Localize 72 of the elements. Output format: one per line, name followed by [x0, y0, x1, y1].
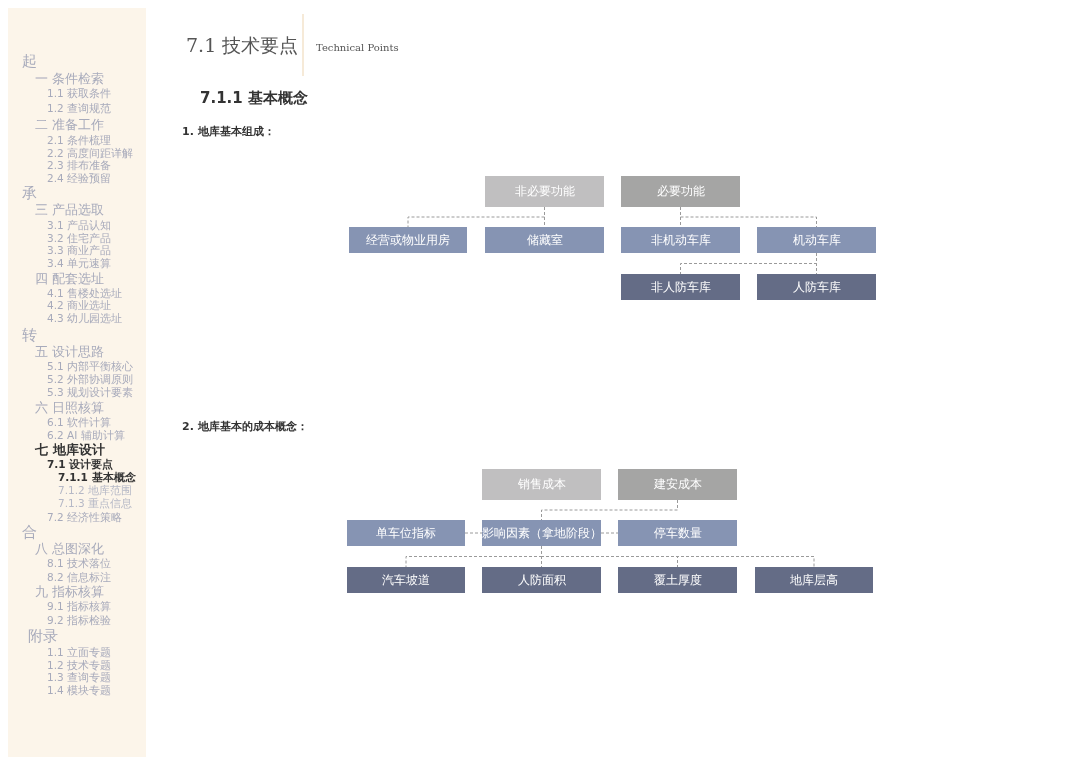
- nav-item: 3.4 单元速算: [47, 256, 112, 270]
- nav-part: 承: [22, 185, 37, 203]
- nav-item: 1.4 模块专题: [47, 683, 112, 697]
- nav-item: 8.1 技术落位: [47, 556, 112, 570]
- nav-item: 4.2 商业选址: [47, 298, 112, 312]
- nav-item: 6.2 AI 辅助计算: [47, 428, 125, 442]
- nav-item: 3.3 商业产品: [47, 243, 112, 257]
- nav-item: 1.3 查询专题: [47, 670, 112, 684]
- nav-part: 附录: [28, 628, 58, 646]
- nav-item: 1.1 立面专题: [47, 645, 112, 659]
- category-box: 单车位指标: [347, 520, 465, 546]
- connector-line: [541, 499, 678, 521]
- nav-item: 5.2 外部协调原则: [47, 372, 134, 386]
- section-heading: 7.1.1 基本概念: [200, 90, 308, 108]
- page-title: 7.1 技术要点: [186, 35, 299, 57]
- category-box: 机动车库: [757, 227, 876, 253]
- nav-subitem: 7.1.3 重点信息: [58, 496, 133, 510]
- category-box: 汽车坡道: [347, 567, 465, 593]
- nav-chapter: 二 准备工作: [35, 117, 105, 133]
- nav-item: 1.2 查询规范: [47, 101, 112, 115]
- nav-item: 1.1 获取条件: [47, 86, 112, 100]
- nav-item: 5.3 规划设计要素: [47, 385, 134, 399]
- nav-part: 转: [22, 327, 37, 345]
- nav-item: 8.2 信息标注: [47, 570, 112, 584]
- subheading: 2. 地库基本的成本概念：: [182, 420, 308, 434]
- connector-line: [541, 545, 815, 568]
- nav-item: 2.4 经验预留: [47, 171, 112, 185]
- connector-line: [544, 206, 545, 228]
- category-box: 销售成本: [482, 469, 601, 500]
- nav-item: 9.1 指标核算: [47, 599, 112, 613]
- category-box: 覆土厚度: [618, 567, 737, 593]
- category-box: 停车数量: [618, 520, 737, 546]
- category-box: 建安成本: [618, 469, 737, 500]
- nav-item: 4.3 幼儿园选址: [47, 311, 123, 325]
- category-box: 影响因素（拿地阶段）: [482, 520, 601, 546]
- category-box: 非必要功能: [485, 176, 604, 207]
- nav-subitem: 7.1.2 地库范围: [58, 483, 133, 497]
- nav-item: 1.2 技术专题: [47, 658, 112, 672]
- nav-chapter: 五 设计思路: [35, 344, 105, 360]
- nav-item: 9.2 指标检验: [47, 613, 112, 627]
- nav-chapter: 九 指标核算: [35, 584, 105, 600]
- nav-item: 3.2 住宅产品: [47, 231, 112, 245]
- nav-chapter: 三 产品选取: [35, 202, 105, 218]
- category-box: 经营或物业用房: [349, 227, 467, 253]
- nav-item: 5.1 内部平衡核心: [47, 359, 134, 373]
- nav-item: 2.3 排布准备: [47, 158, 112, 172]
- connector-line: [464, 532, 483, 534]
- nav-chapter: 八 总图深化: [35, 541, 105, 557]
- nav-item: 4.1 售楼处选址: [47, 286, 123, 300]
- connector-line: [600, 532, 619, 534]
- nav-chapter: 六 日照核算: [35, 400, 105, 416]
- nav-chapter: 七 地库设计: [35, 442, 105, 458]
- subtitle: Technical Points: [316, 42, 399, 54]
- nav-chapter: 四 配套选址: [35, 271, 105, 287]
- nav-part: 合: [22, 524, 37, 542]
- nav-item: 3.1 产品认知: [47, 218, 112, 232]
- category-box: 人防车库: [757, 274, 876, 300]
- nav-subitem: 7.1.1 基本概念: [58, 470, 136, 484]
- category-box: 非人防车库: [621, 274, 740, 300]
- category-box: 非机动车库: [621, 227, 740, 253]
- nav-item: 2.1 条件梳理: [47, 133, 112, 147]
- nav-item: 6.1 软件计算: [47, 415, 112, 429]
- nav-item: 2.2 高度间距详解: [47, 146, 134, 160]
- nav-item: 7.1 设计要点: [47, 457, 114, 471]
- subheading: 1. 地库基本组成：: [182, 125, 275, 139]
- category-box: 人防面积: [482, 567, 601, 593]
- nav-item: 7.2 经济性策略: [47, 510, 123, 524]
- nav-part: 起: [22, 53, 37, 71]
- category-box: 地库层高: [755, 567, 873, 593]
- category-box: 储藏室: [485, 227, 604, 253]
- category-box: 必要功能: [621, 176, 740, 207]
- connector-line: [816, 252, 817, 275]
